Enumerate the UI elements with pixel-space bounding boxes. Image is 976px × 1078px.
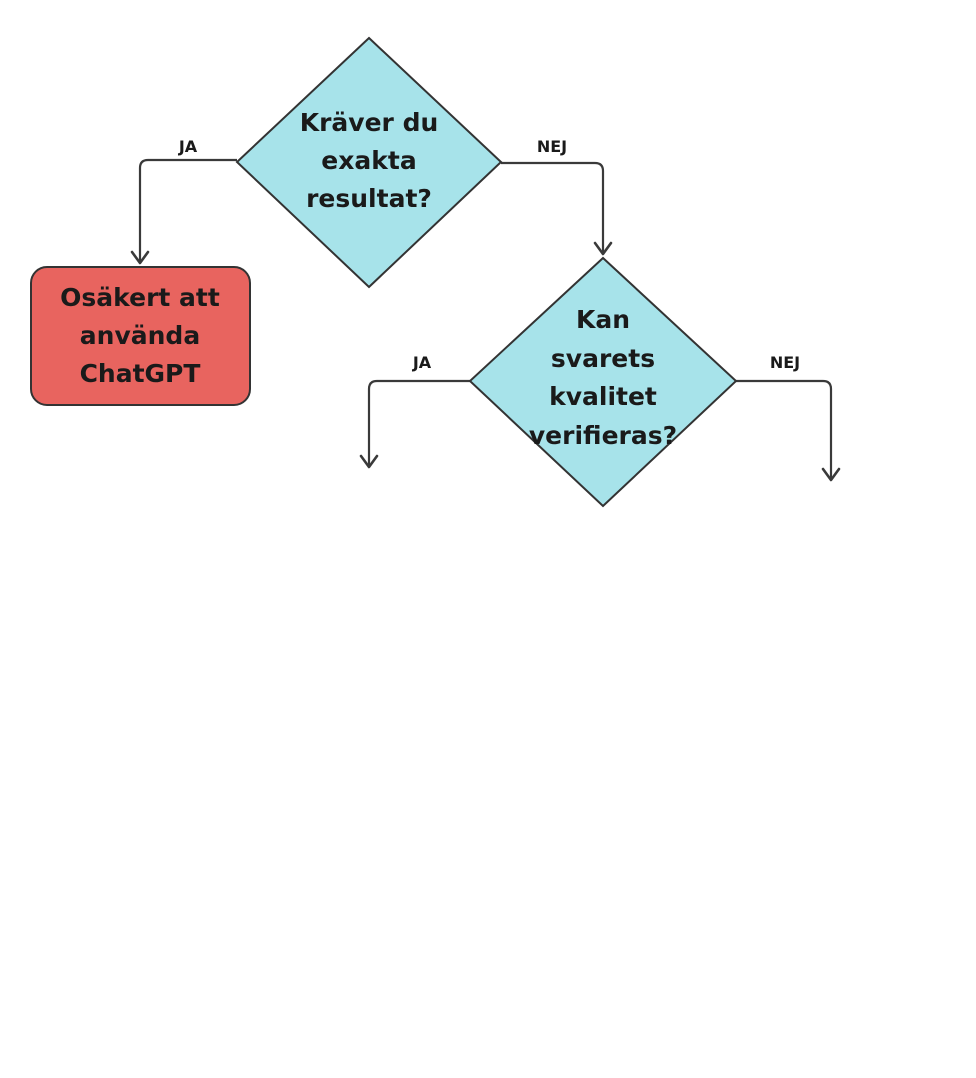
decision2-line-2: svarets [551, 344, 655, 373]
edge-label-decision2-yes: JA [412, 353, 432, 372]
edge-decision1-yes: JA [130, 137, 237, 265]
decision-node-exact-results: Kräver du exakta resultat? [235, 36, 503, 289]
outcome-unsafe-line-3: ChatGPT [80, 359, 201, 388]
decision2-line-1: Kan [576, 305, 630, 334]
decision2-line-3: kvalitet [549, 382, 657, 411]
decision2-line-4: verifieras? [529, 421, 677, 450]
edge-label-decision1-no: NEJ [537, 137, 567, 156]
outcome-unsafe-line-1: Osäkert att [60, 283, 220, 312]
outcome-node-unsafe: Osäkert att använda ChatGPT [30, 266, 251, 406]
decision1-line-2: exakta [321, 146, 416, 175]
outcome-unsafe-line-2: använda [80, 321, 200, 350]
decision1-line-1: Kräver du [300, 108, 439, 137]
edge-decision2-no: NEJ [736, 353, 841, 482]
edge-label-decision1-yes: JA [178, 137, 198, 156]
edge-label-decision2-no: NEJ [770, 353, 800, 372]
edge-decision1-no: NEJ [501, 137, 613, 256]
edge-decision2-yes: JA [359, 353, 470, 469]
decision1-line-3: resultat? [306, 184, 432, 213]
decision-node-verifiable-quality: Kan svarets kvalitet verifieras? [468, 256, 738, 508]
